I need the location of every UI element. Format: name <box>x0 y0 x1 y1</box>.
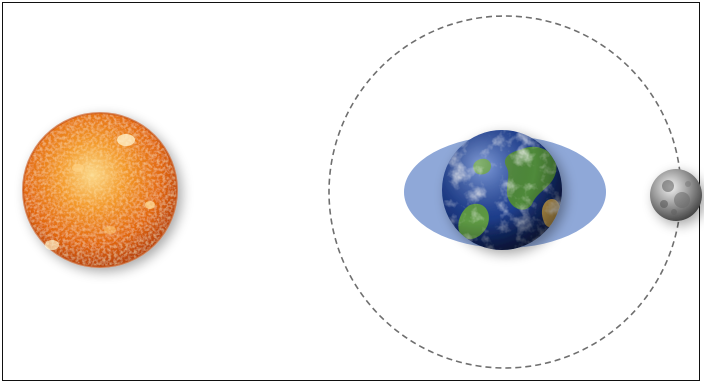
sun-icon <box>22 112 178 268</box>
moon-icon <box>650 169 702 221</box>
earth-icon <box>442 130 562 250</box>
